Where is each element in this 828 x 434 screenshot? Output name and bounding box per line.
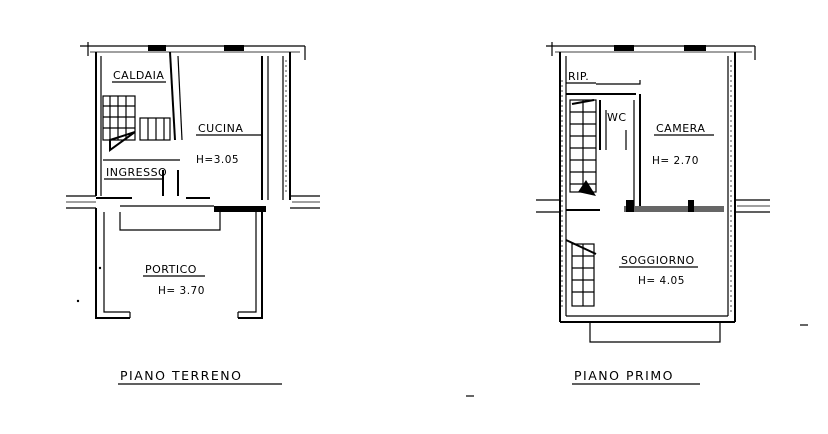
plan-title-ground: PIANO TERRENO (120, 368, 242, 383)
first-window-top-2 (684, 45, 706, 51)
first-stair (569, 99, 597, 196)
room-label-rip: RIP. (568, 70, 589, 83)
first-stair-lower (565, 239, 597, 307)
first-left-extension (536, 199, 560, 213)
first-top-boundary (546, 42, 756, 60)
room-label-caldaia: CALDAIA (113, 69, 164, 82)
room-label-wc: WC (607, 111, 627, 124)
room-label-cucina: CUCINA (198, 122, 243, 135)
room-label-soggiorno: SOGGIORNO (621, 254, 695, 267)
room-height-portico: H= 3.70 (158, 285, 205, 297)
ground-door-south (214, 206, 266, 212)
ground-partition-caldaia (169, 51, 176, 141)
ground-portico-left-wall (95, 208, 130, 319)
room-label-camera: CAMERA (656, 122, 705, 135)
room-height-soggiorno: H= 4.05 (638, 275, 685, 287)
ground-ingresso-jamb (162, 170, 179, 196)
ground-portico-right-wall (238, 212, 263, 319)
first-floor-plan (536, 42, 770, 343)
ground-left-extension (66, 195, 96, 209)
room-height-cucina: H=3.05 (196, 154, 239, 166)
ground-stair (102, 95, 171, 152)
ground-right-extension (290, 195, 320, 209)
first-right-extension (735, 199, 770, 213)
room-label-portico: PORTICO (145, 263, 197, 276)
ground-top-boundary (80, 42, 306, 60)
room-height-camera: H= 2.70 (652, 155, 699, 167)
first-divider-wall (624, 206, 724, 212)
ground-window-top-1 (148, 45, 166, 51)
ground-floor-plan (66, 42, 320, 319)
ground-window-top-2 (224, 45, 244, 51)
plan-title-first: PIANO PRIMO (574, 368, 674, 383)
first-balcony (589, 322, 721, 343)
first-window-top-1 (614, 45, 634, 51)
room-label-ingresso: INGRESSO (106, 166, 167, 179)
